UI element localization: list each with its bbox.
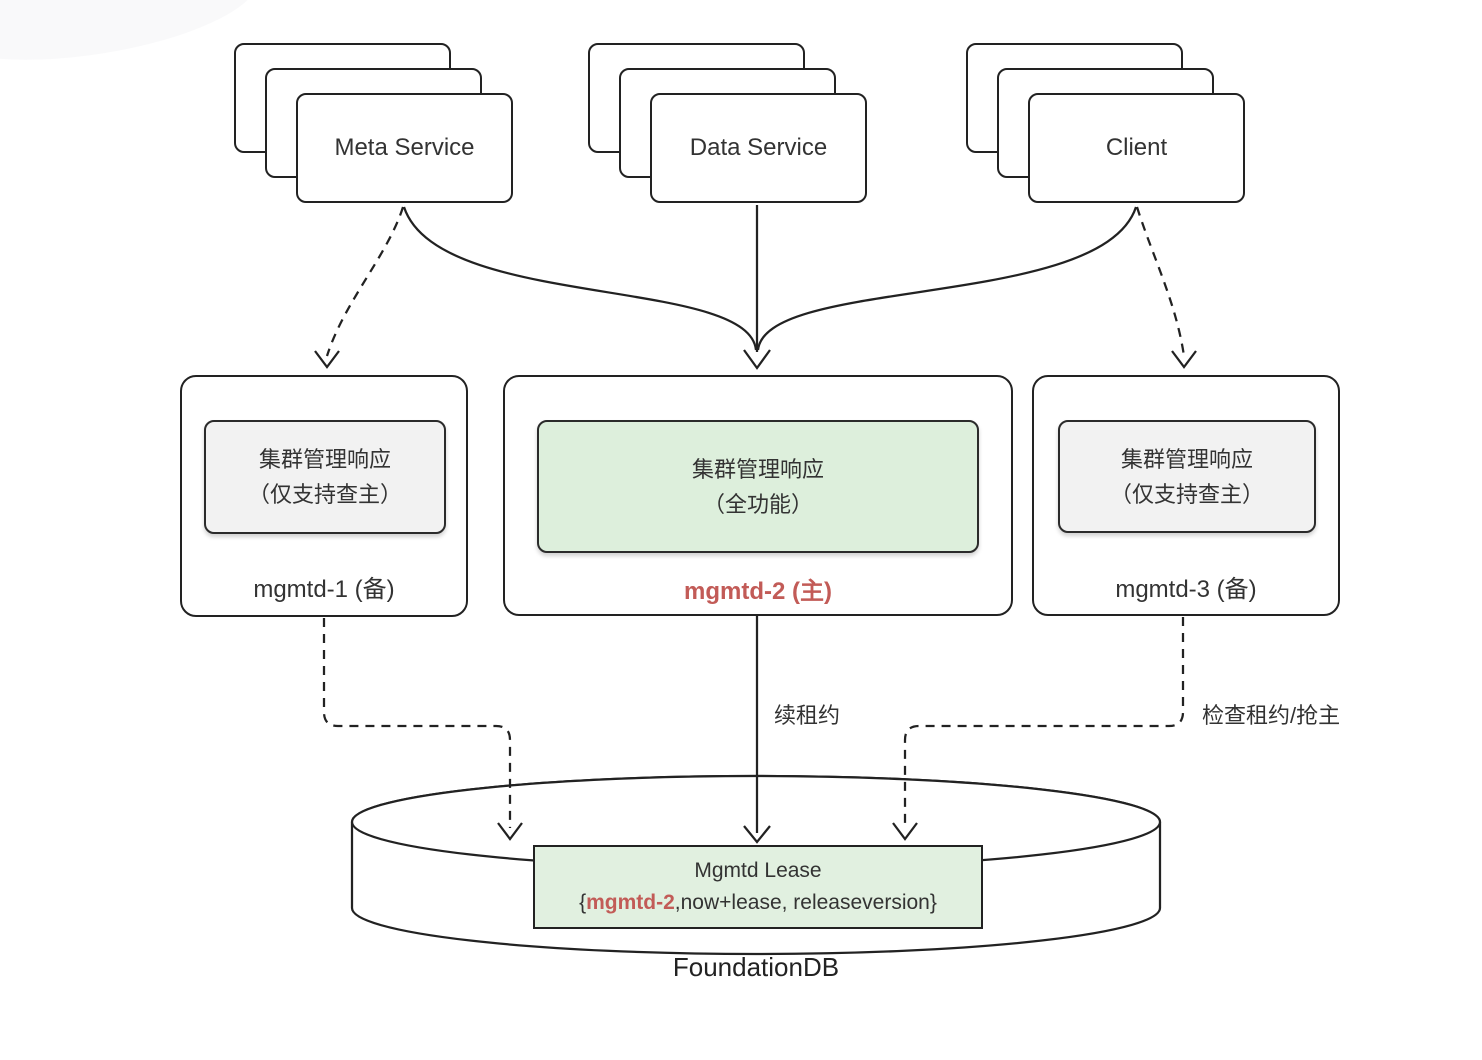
arrow-client-to-mgmtd3 <box>1135 206 1197 369</box>
mgmtd-lease-box: Mgmtd Lease {mgmtd-2,now+lease, releasev… <box>533 845 983 929</box>
arrowhead-down-icon <box>892 822 918 841</box>
mgmtd-3-label: mgmtd-3 (备) <box>1115 576 1257 603</box>
arrowhead-down-icon <box>743 825 771 844</box>
mgmtd-1-capability-box: 集群管理响应 （仅支持查主） <box>204 420 446 534</box>
mgmtd-3-capability-box: 集群管理响应 （仅支持查主） <box>1058 420 1316 533</box>
node-mgmtd-1: 集群管理响应 （仅支持查主） mgmtd-1 (备) <box>180 375 468 617</box>
stacked-card-front <box>650 93 867 203</box>
lease-leader-id: mgmtd-2 <box>586 891 675 914</box>
arrow-mgmtd1-to-fdb <box>322 618 523 841</box>
edge-label-check-lease: 检查租约/抢主 <box>1202 703 1341 728</box>
arrowhead-down-icon <box>314 350 340 369</box>
lease-open-brace: { <box>579 891 587 914</box>
capability-line2: （全功能） <box>702 491 813 517</box>
lease-title: Mgmtd Lease <box>694 859 822 882</box>
arrowhead-down-icon <box>743 349 771 370</box>
mgmtd-2-label: mgmtd-2 (主) <box>684 578 832 605</box>
capability-line1: 集群管理响应 <box>258 447 391 472</box>
stacked-card-front <box>1028 93 1245 203</box>
node-mgmtd-3: 集群管理响应 （仅支持查主） mgmtd-3 (备) <box>1032 375 1340 616</box>
lease-value: {mgmtd-2,now+lease, releaseversion} <box>579 887 937 919</box>
mgmtd-2-capability-box: 集群管理响应 （全功能） <box>537 420 979 553</box>
capability-line2: （仅支持查主） <box>1109 481 1264 507</box>
stacked-card-front <box>296 93 513 203</box>
arrow-data-to-mgmtd2 <box>743 205 771 370</box>
edge-label-renew-lease: 续租约 <box>774 703 841 728</box>
mgmtd-1-label: mgmtd-1 (备) <box>253 576 395 603</box>
stack-label-client: Client <box>1105 134 1168 161</box>
foundationdb-label: FoundationDB <box>672 952 840 982</box>
arrow-mgmtd3-to-fdb <box>892 617 1185 841</box>
capability-line2: （仅支持查主） <box>247 482 402 507</box>
arrowhead-down-icon <box>1171 350 1197 369</box>
arrow-mgmtd2-to-fdb <box>743 616 771 844</box>
capability-line1: 集群管理响应 <box>1120 446 1253 472</box>
arrow-meta-to-mgmtd1 <box>314 206 405 369</box>
stack-label-data-service: Data Service <box>689 134 828 161</box>
arrow-client-to-mgmtd2 <box>756 206 1138 351</box>
arrow-meta-to-mgmtd2 <box>402 206 758 351</box>
capability-line1: 集群管理响应 <box>691 456 824 482</box>
arrowhead-down-icon <box>497 822 523 841</box>
stack-label-meta-service: Meta Service <box>334 134 475 161</box>
lease-rest: ,now+lease, releaseversion} <box>674 891 937 914</box>
node-mgmtd-2: 集群管理响应 （全功能） mgmtd-2 (主) <box>503 375 1013 616</box>
